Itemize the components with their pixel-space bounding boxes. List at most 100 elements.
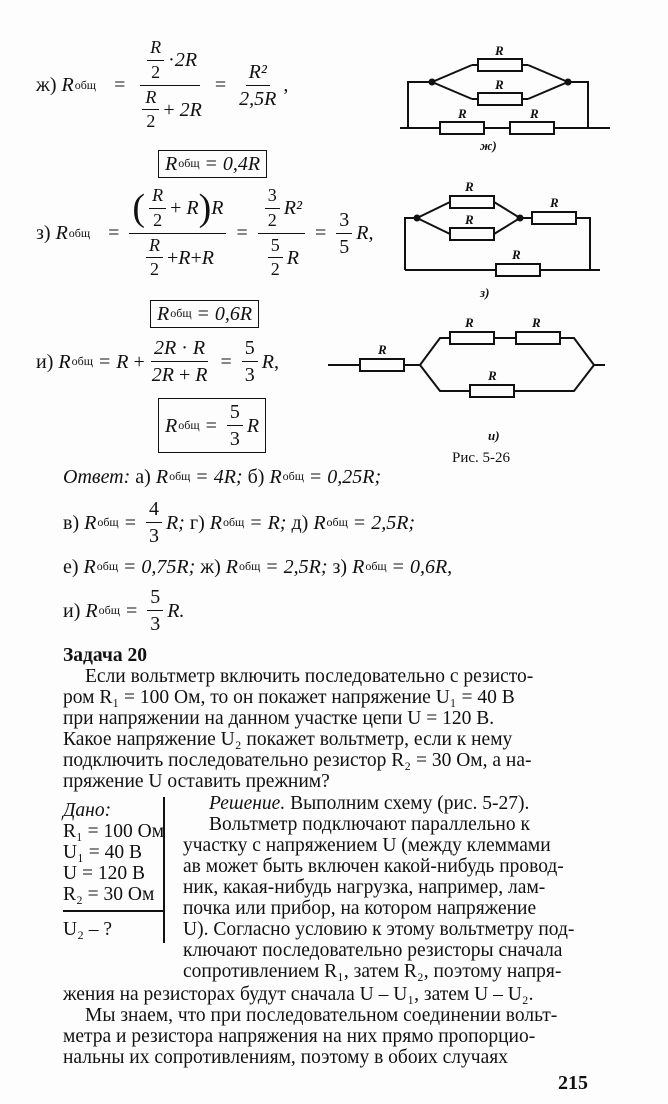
answer-value: R. [167, 599, 185, 622]
subscript: общ [97, 514, 119, 529]
answer-value: 0,25R; [327, 466, 382, 488]
equals: = [98, 350, 111, 373]
answer-value: R; [165, 511, 185, 534]
page-number: 215 [558, 1072, 588, 1094]
resistor-label: R [464, 212, 474, 227]
given-item: R₁ = 100 Ом [63, 821, 165, 842]
equals: = [214, 74, 227, 97]
solution-block: Решение. Выполним схему (рис. 5-27). Вол… [183, 793, 599, 982]
equals: = [125, 599, 138, 622]
r-symbol: R [83, 556, 96, 578]
resistor-label: R [531, 315, 541, 330]
r-symbol: R [147, 37, 165, 61]
solution-line: сопротивлением R₁, затем R₂, поэтому нап… [183, 961, 562, 982]
r-symbol: R [84, 511, 97, 534]
r-symbol: R [186, 197, 199, 220]
subscript: общ [326, 514, 348, 529]
result-value: 0,6R [214, 303, 253, 325]
body-line: нальны их сопротивлениям, поэтому в обои… [63, 1047, 508, 1068]
r-symbol: R [209, 511, 222, 534]
given-item: U₁ = 40 В [63, 842, 143, 863]
statement-line: Какое напряжение U₂ покажет вольтметр, е… [63, 729, 513, 750]
answer-letter: б) [247, 466, 265, 488]
digit: 2 [146, 111, 156, 132]
resistor-label: R [377, 342, 387, 357]
answer-value: 2,5R; [283, 556, 328, 578]
resistor-label: R [464, 179, 474, 194]
digit: 3 [150, 613, 161, 635]
plus: + [163, 98, 175, 121]
term: 2,5R [239, 87, 277, 110]
r-symbol: R [313, 511, 326, 534]
answer-value: 4R; [213, 466, 243, 488]
digit: 3 [336, 209, 353, 234]
formula-label: ж) [36, 74, 57, 97]
resistor-label: R [549, 195, 559, 210]
comma: , [273, 350, 279, 373]
figure-caption: з) [479, 285, 489, 300]
given-divider-vertical [163, 797, 165, 943]
answer-letter: г) [189, 511, 205, 534]
r-symbol: R [149, 185, 167, 209]
given-label: Дано: [63, 800, 112, 821]
solution-line: почка или прибор, на котором напряжение [183, 898, 537, 919]
solution-line: ав может быть включен какой-нибудь прово… [183, 856, 564, 877]
solution-line: участку с напряжением U (между клеммами [183, 835, 551, 856]
digit: 3 [148, 525, 159, 547]
answer-value: R; [267, 511, 287, 534]
digit: 2 [153, 209, 163, 230]
digit: 3 [229, 428, 240, 450]
resistor-label: R [529, 106, 539, 121]
solution-line: U). Согласно условию к этому вольтметру … [183, 919, 575, 940]
formula-label: и) [36, 350, 54, 373]
equals: = [124, 556, 136, 578]
subscript: общ [96, 559, 119, 574]
comma: , [283, 74, 289, 97]
subscript: общ [365, 559, 387, 574]
r-symbol: R [192, 337, 206, 359]
digit: 5 [267, 235, 283, 259]
digit: 3 [264, 185, 280, 209]
equals: = [236, 222, 248, 245]
resistor-label: R [464, 315, 474, 330]
digit: 3 [244, 364, 255, 386]
figure-caption: и) [488, 428, 500, 443]
r-symbol: R [165, 153, 178, 175]
r-symbol: R [269, 466, 282, 488]
given-divider-horizontal [63, 910, 164, 912]
r-symbol: R [142, 87, 160, 111]
plus: + [178, 364, 191, 386]
r-symbol: R [55, 222, 68, 245]
plus: + [170, 197, 182, 220]
r-symbol: R [178, 246, 191, 269]
digit: 2 [151, 61, 161, 82]
subscript: общ [282, 469, 305, 484]
statement-line: Если вольтметр включить последовательно … [85, 666, 534, 687]
r-symbol: R [165, 414, 178, 437]
equals: = [250, 511, 262, 534]
plus: + [166, 246, 179, 269]
r-symbol: R [261, 350, 274, 373]
term: R² [245, 61, 270, 86]
r-symbol: R [286, 246, 299, 269]
given-item: U = 120 В [63, 863, 145, 884]
equals: = [205, 153, 217, 175]
statement-line: ром R₁ = 100 Ом, то он покажет напряжени… [63, 687, 515, 708]
digit: 5 [339, 235, 350, 258]
subscript: общ [222, 514, 245, 529]
digit: 4 [145, 498, 162, 523]
subscript: общ [74, 77, 97, 92]
r-symbol: R [145, 235, 163, 259]
r-symbol: R [157, 303, 170, 325]
equals: = [108, 222, 120, 245]
statement-line: подключить последовательно резистор R₂ =… [63, 750, 532, 771]
solution-label: Решение. [209, 793, 286, 814]
term: 2R [174, 49, 198, 72]
resistor-label: R [457, 106, 467, 121]
